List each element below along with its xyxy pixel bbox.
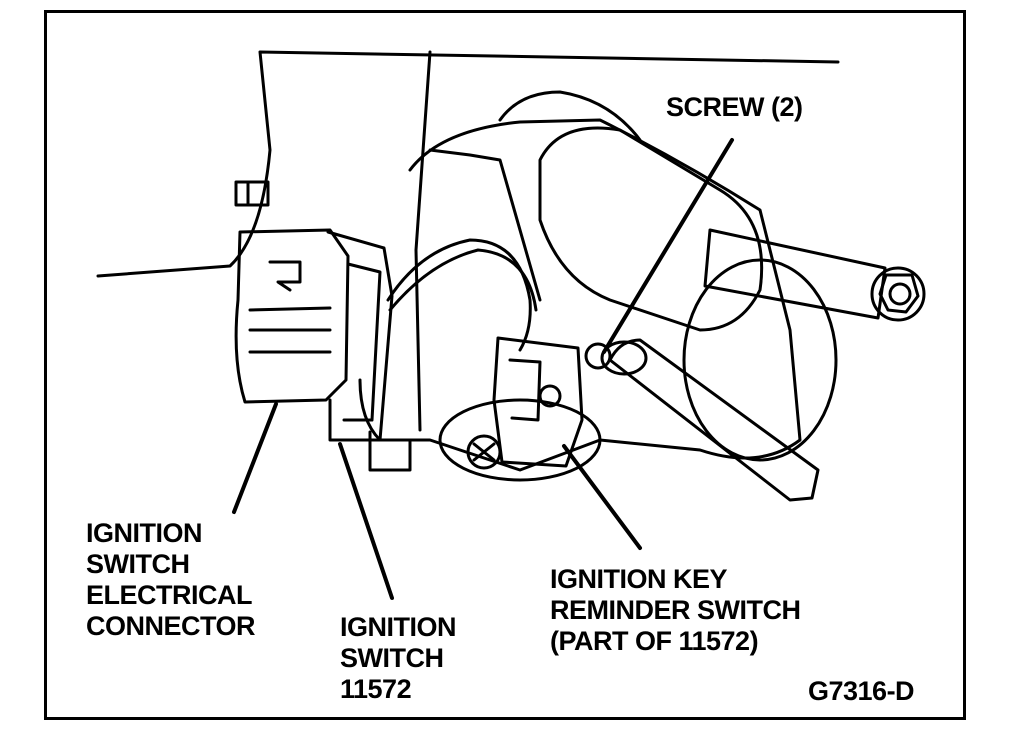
label-screw: SCREW (2) [666, 92, 803, 123]
ignition-switch-face [342, 262, 382, 422]
shaft-end-inner [878, 273, 920, 314]
label-line: IGNITION [340, 612, 457, 642]
label-screw-text: SCREW (2) [666, 92, 803, 122]
figure-frame [44, 10, 966, 720]
label-ignition-connector: IGNITION SWITCH ELECTRICAL CONNECTOR [86, 518, 256, 642]
mounting-screw-lower [466, 434, 502, 470]
connector-latch [268, 260, 302, 292]
multi-function-lever [608, 338, 820, 502]
dash-panel-edge [414, 50, 432, 432]
leader-reminder-switch [562, 444, 642, 550]
leader-connector [232, 402, 278, 514]
label-line: CONNECTOR [86, 611, 256, 641]
connector-ribs [248, 306, 332, 354]
shaft-collar [498, 90, 642, 142]
label-line: SWITCH [340, 643, 444, 673]
lever-pivot [600, 340, 648, 376]
ignition-switch-body [326, 230, 394, 442]
leader-screw [602, 138, 734, 354]
housing-lower [368, 430, 412, 472]
reminder-switch-tab [508, 358, 542, 422]
turn-signal-disk [682, 258, 838, 462]
label-line: IGNITION [86, 518, 203, 548]
label-line: (PART OF 11572) [550, 626, 759, 656]
reminder-switch-body [492, 336, 584, 468]
dash-panel-outline [96, 50, 840, 278]
dash-vent [234, 180, 270, 207]
mounting-screw-lower-slot [472, 442, 496, 462]
label-ignition-switch: IGNITION SWITCH 11572 [340, 612, 457, 705]
shaft-body [538, 126, 764, 332]
wire-harness-2 [388, 248, 538, 312]
figure-code-text: G7316-D [808, 676, 915, 706]
housing-inner-ridge [428, 148, 542, 302]
label-line: SWITCH [86, 549, 190, 579]
label-line: ELECTRICAL [86, 580, 253, 610]
shaft-end-hub [888, 282, 912, 306]
label-line: IGNITION KEY [550, 564, 728, 594]
steering-shaft [703, 228, 887, 320]
figure-code: G7316-D [808, 676, 915, 707]
connector-body [234, 228, 350, 404]
shaft-end [870, 266, 926, 322]
reminder-switch-hole [538, 384, 562, 408]
switch-base-ring [438, 398, 602, 482]
label-reminder-switch: IGNITION KEY REMINDER SWITCH (PART OF 11… [550, 564, 801, 657]
label-line: 11572 [340, 674, 412, 704]
wire-harness [386, 238, 532, 352]
leader-ignition-switch [338, 442, 394, 600]
column-housing [358, 118, 802, 472]
label-line: REMINDER SWITCH [550, 595, 801, 625]
mounting-screw-upper [584, 342, 612, 370]
